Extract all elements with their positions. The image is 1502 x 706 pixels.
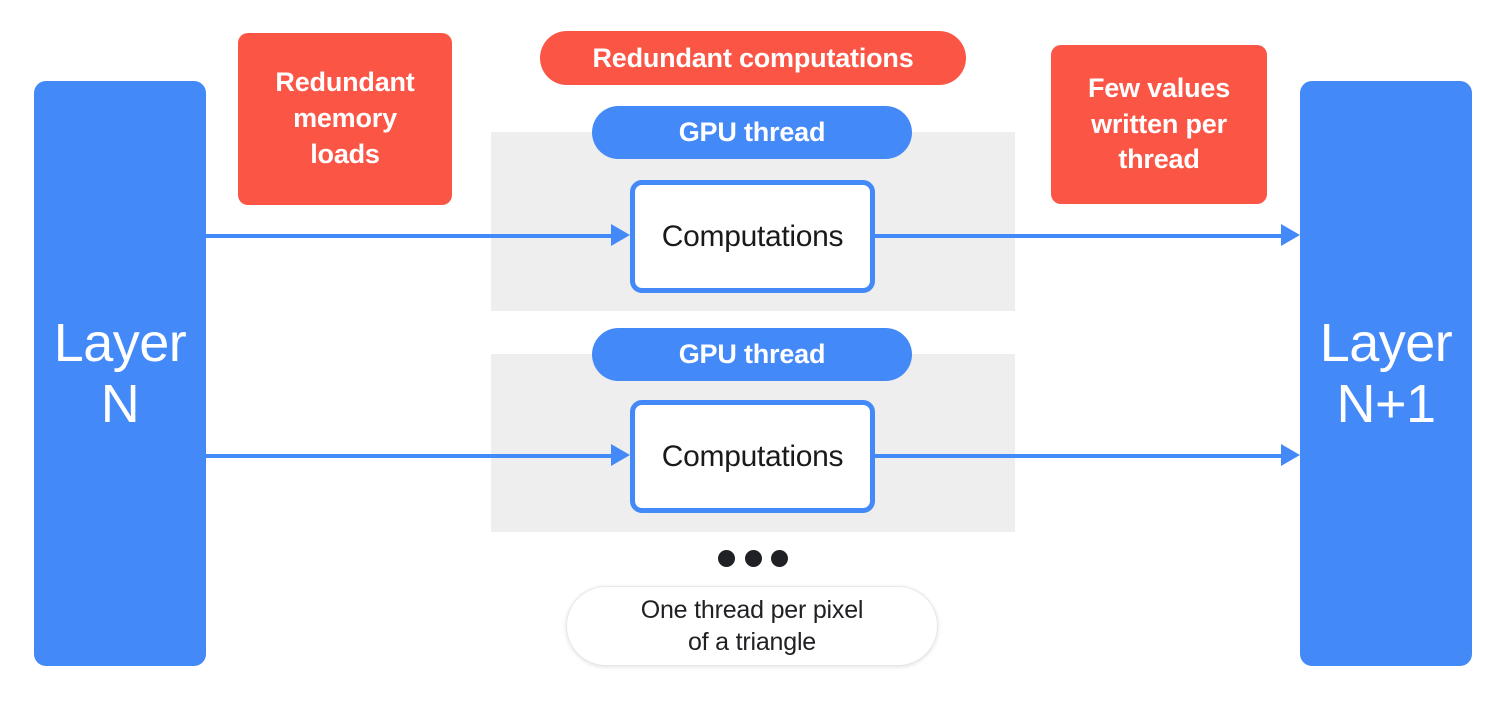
- ellipsis-dot: [771, 549, 788, 567]
- arrow-head-thread-1-out: [1281, 224, 1300, 246]
- arrow-head-thread-1-in: [611, 224, 630, 246]
- callout-redundant-memory-loads: Redundant memory loads: [238, 33, 452, 205]
- ellipsis-dot: [744, 549, 762, 567]
- layer-n-block: Layer N: [34, 81, 206, 666]
- layer-n-label-line1: Layer: [53, 313, 187, 374]
- arrow-head-thread-2-out: [1281, 444, 1300, 466]
- layer-n-plus-1-label-line1: Layer: [1319, 313, 1453, 374]
- layer-n-label-line2: N: [100, 373, 140, 434]
- arrow-layer-n-to-thread-1: [206, 234, 612, 238]
- layer-n-plus-1-label-line2: N+1: [1336, 373, 1436, 434]
- ellipsis-dot: [718, 549, 735, 567]
- arrow-layer-n-to-thread-2: [206, 454, 612, 458]
- callout-redundant-computations: Redundant computations: [540, 31, 966, 85]
- gpu-thread-pill-2: GPU thread: [592, 328, 912, 381]
- callout-few-values-written-per-thread: Few values written per thread: [1051, 45, 1267, 204]
- footnote-one-thread-per-pixel: One thread per pixel of a triangle: [566, 586, 938, 666]
- arrow-head-thread-2-in: [611, 444, 630, 466]
- arrow-thread-2-to-layer-n-plus-1: [875, 454, 1281, 458]
- computations-box-2: Computations: [630, 400, 875, 513]
- layer-n-plus-1-block: Layer N+1: [1300, 81, 1472, 666]
- gpu-thread-pill-1: GPU thread: [592, 106, 912, 159]
- computations-box-1: Computations: [630, 180, 875, 293]
- arrow-thread-1-to-layer-n-plus-1: [875, 234, 1281, 238]
- ellipsis-dots: [718, 549, 788, 567]
